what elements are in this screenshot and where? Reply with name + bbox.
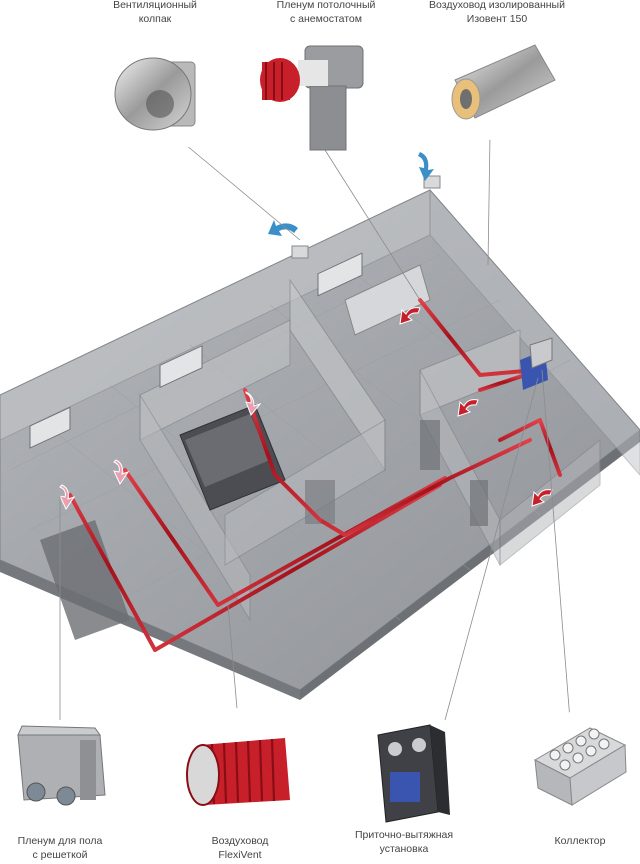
floor-plenum-label-line2: с решеткой (32, 849, 88, 861)
insulated-duct-image (437, 24, 556, 140)
exhaust-arrow-icon (531, 489, 553, 507)
supply-arrow-icon (245, 391, 262, 416)
supply-arrow-icon (113, 459, 130, 486)
supply-arrow-icon (59, 484, 76, 511)
floor-plenum-label-line1: Пленум для пола (17, 835, 103, 847)
exhaust-arrow-icon (457, 399, 479, 417)
flexivent-duct-label-line1: Воздуховод (211, 835, 269, 847)
flexivent-duct-label-line2: FlexiVent (218, 849, 262, 861)
duct-run-6 (498, 418, 562, 477)
insulated-duct-label-line1: Воздуховод изолированный (429, 0, 565, 11)
ventilation-unit-label-line1: Приточно-вытяжная (354, 829, 454, 841)
ceiling-plenum-label: Пленум потолочный с анемостатом (262, 0, 390, 26)
duct-run-3 (318, 438, 532, 537)
duct-run-5 (478, 373, 527, 392)
duct-run-4 (418, 298, 537, 377)
collector-image (517, 712, 633, 828)
insulated-duct-label-line2: Изовент 150 (466, 13, 528, 25)
ventilation-unit-image (377, 724, 450, 823)
vent-cap-image (93, 33, 217, 157)
exhaust-arrow-icon (399, 307, 421, 325)
ceiling-plenum-label-line1: Пленум потолочный (276, 0, 376, 11)
ceiling-plenum-label-line2: с анемостатом (289, 13, 362, 25)
ventilation-unit-label: Приточно-вытяжная установка (348, 828, 460, 856)
duct-run-1 (68, 483, 442, 652)
vent-cap-label-line1: Вентиляционный (113, 0, 197, 11)
collector-label-line1: Коллектор (554, 835, 606, 847)
ventilation-unit-label-line2: установка (379, 843, 429, 855)
duct-network (68, 298, 562, 652)
house-model (0, 175, 640, 700)
inflow-arrow-icon (418, 152, 434, 181)
duct-run-7 (243, 388, 322, 522)
roof-arrows (268, 152, 434, 236)
ventilation-unit-in-house (520, 337, 553, 390)
collector-label: Коллектор (540, 834, 620, 848)
floor-plenum-label: Пленум для пола с решеткой (4, 834, 116, 862)
supply-arrows (59, 307, 553, 511)
flexivent-duct-image (178, 708, 302, 832)
leader-lines (59, 134, 571, 721)
floor-plenum-image (17, 725, 106, 806)
vent-cap-label-line2: колпак (138, 13, 172, 25)
outflow-arrow-icon (268, 220, 298, 236)
insulated-duct-label: Воздуховод изолированный Изовент 150 (422, 0, 572, 26)
ceiling-plenum-image (260, 45, 364, 151)
flexivent-duct-label: Воздуховод FlexiVent (190, 834, 290, 862)
vent-cap-label: Вентиляционный колпак (95, 0, 215, 26)
